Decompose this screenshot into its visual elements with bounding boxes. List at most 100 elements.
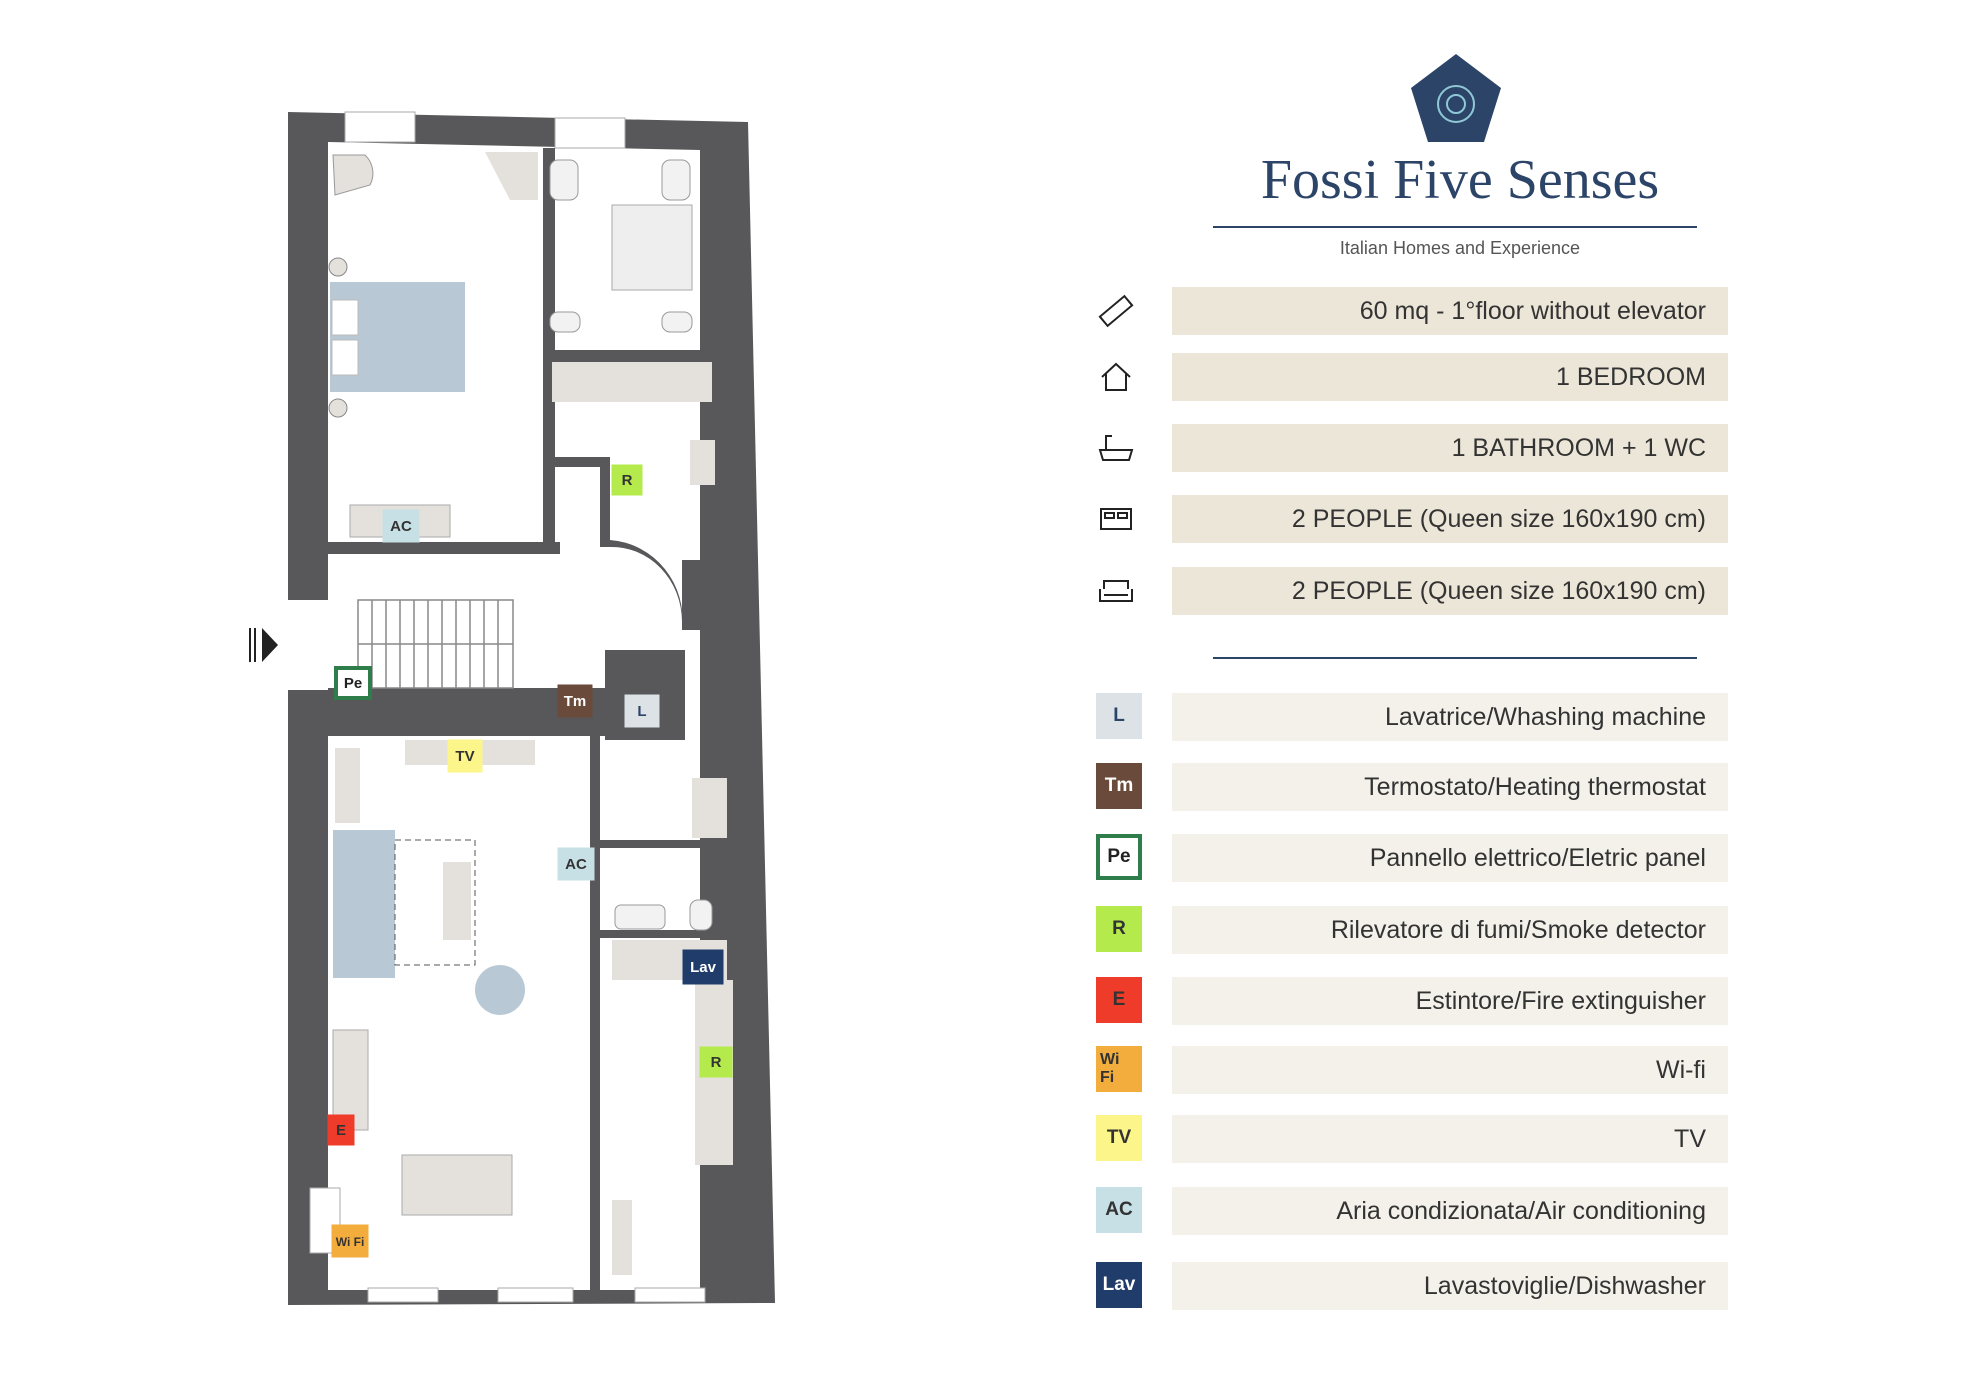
info-row-bedrooms: 1 BEDROOM [1096, 353, 1728, 401]
plan-marker-box [331, 1224, 369, 1258]
wardrobe [485, 152, 538, 200]
pantry [692, 778, 727, 838]
plan-marker-box [699, 1046, 733, 1078]
info-text: 1 BATHROOM + 1 WC [1172, 424, 1728, 472]
legend-label: Lavastoviglie/Dishwasher [1172, 1262, 1728, 1310]
legend-row: Lav Lavastoviglie/Dishwasher [1096, 1262, 1728, 1310]
section-rule [1213, 657, 1697, 659]
ruler-icon [1098, 294, 1134, 328]
cabinet [690, 440, 715, 485]
window [344, 111, 416, 143]
legend-code: L [1096, 693, 1142, 739]
sofa [333, 830, 395, 978]
legend-row: L Lavatrice/Whashing machine [1096, 693, 1728, 741]
legend-row: Pe Pannello elettrico/Eletric panel [1096, 834, 1728, 882]
bathtub-icon [1098, 435, 1134, 461]
info-row-bathrooms: 1 BATHROOM + 1 WC [1096, 424, 1728, 472]
brand-tagline: Italian Homes and Experience [1339, 238, 1581, 258]
pillow [331, 339, 359, 376]
sink [549, 159, 579, 201]
entrance-gap [288, 600, 328, 690]
plan-marker-box [382, 509, 420, 543]
legend-label: Rilevatore di fumi/Smoke detector [1172, 906, 1728, 954]
plan-marker: Wi Fi [331, 1224, 369, 1258]
legend-label: Estintore/Fire extinguisher [1172, 977, 1728, 1025]
plan-marker: Tm [557, 684, 593, 718]
wall [548, 350, 700, 362]
plan-marker-box [557, 684, 593, 718]
nightstand [328, 257, 348, 277]
legend-row: TV TV [1096, 1115, 1728, 1163]
info-row-bed: 2 PEOPLE (Queen size 160x190 cm) [1096, 495, 1728, 543]
legend-code: TV [1096, 1115, 1142, 1161]
plan-marker-label: R [711, 1054, 722, 1071]
window [554, 117, 626, 149]
plan-marker-box [447, 739, 483, 773]
plan-marker-label: TV [455, 748, 474, 765]
rug [394, 839, 476, 966]
legend-row: R Rilevatore di fumi/Smoke detector [1096, 906, 1728, 954]
plan-marker-label: E [336, 1122, 346, 1139]
bidet [661, 311, 693, 333]
plan-marker: E [327, 1114, 355, 1146]
legend-code: Tm [1096, 763, 1142, 809]
wall [600, 457, 610, 547]
wall [600, 930, 730, 938]
plan-marker-label: L [637, 703, 646, 720]
legend-label: TV [1172, 1115, 1728, 1163]
window [367, 1287, 439, 1303]
fridge [612, 1200, 632, 1275]
dining-table [401, 1154, 513, 1216]
shelf [552, 362, 712, 402]
info-row-area: 60 mq - 1°floor without elevator [1096, 287, 1728, 335]
plan-marker-box [327, 1114, 355, 1146]
legend-label: Pannello elettrico/Eletric panel [1172, 834, 1728, 882]
legend-label: Lavatrice/Whashing machine [1172, 693, 1728, 741]
pillow [331, 299, 359, 336]
legend-code: R [1096, 906, 1142, 952]
legend-label: Wi-fi [1172, 1046, 1728, 1094]
legend-code: Pe [1096, 834, 1142, 880]
plan-marker: R [611, 464, 643, 496]
entrance-arrow-icon [262, 628, 278, 662]
info-text: 1 BEDROOM [1172, 353, 1728, 401]
wall [727, 760, 737, 930]
info-text: 2 PEOPLE (Queen size 160x190 cm) [1172, 567, 1728, 615]
wall [590, 720, 600, 1290]
nightstand [328, 398, 348, 418]
plan-marker-label: Wi Fi [336, 1235, 365, 1249]
plan-marker-label: R [622, 472, 633, 489]
plan-marker-label: Lav [690, 959, 717, 976]
pentagon-logo-icon [1411, 54, 1501, 142]
plan-marker-label: AC [565, 856, 587, 873]
plan-marker: R [699, 1046, 733, 1078]
staircase [357, 599, 514, 689]
shower [611, 204, 693, 291]
plan-marker-label: Tm [564, 693, 587, 710]
window [497, 1287, 574, 1303]
wall [600, 840, 730, 848]
plan-marker-label: AC [390, 518, 412, 535]
plan-marker: AC [382, 509, 420, 543]
legend-code: AC [1096, 1187, 1142, 1233]
plan-marker-box [611, 464, 643, 496]
wall [325, 542, 560, 554]
plan-marker-box [557, 847, 595, 881]
legend-code: Lav [1096, 1262, 1142, 1308]
plan-marker-box [682, 949, 724, 985]
plan-marker: AC [557, 847, 595, 881]
info-row-sofa: 2 PEOPLE (Queen size 160x190 cm) [1096, 567, 1728, 615]
legend-label: Aria condizionata/Air conditioning [1172, 1187, 1728, 1235]
plan-marker: Pe [334, 666, 372, 700]
plan-marker: L [624, 694, 660, 728]
wall [548, 457, 610, 467]
plan-marker-box [334, 666, 372, 700]
armchair [475, 965, 525, 1015]
plan-marker-label: Pe [344, 675, 362, 692]
toilet [549, 311, 581, 333]
plan-marker: Lav [682, 949, 724, 985]
